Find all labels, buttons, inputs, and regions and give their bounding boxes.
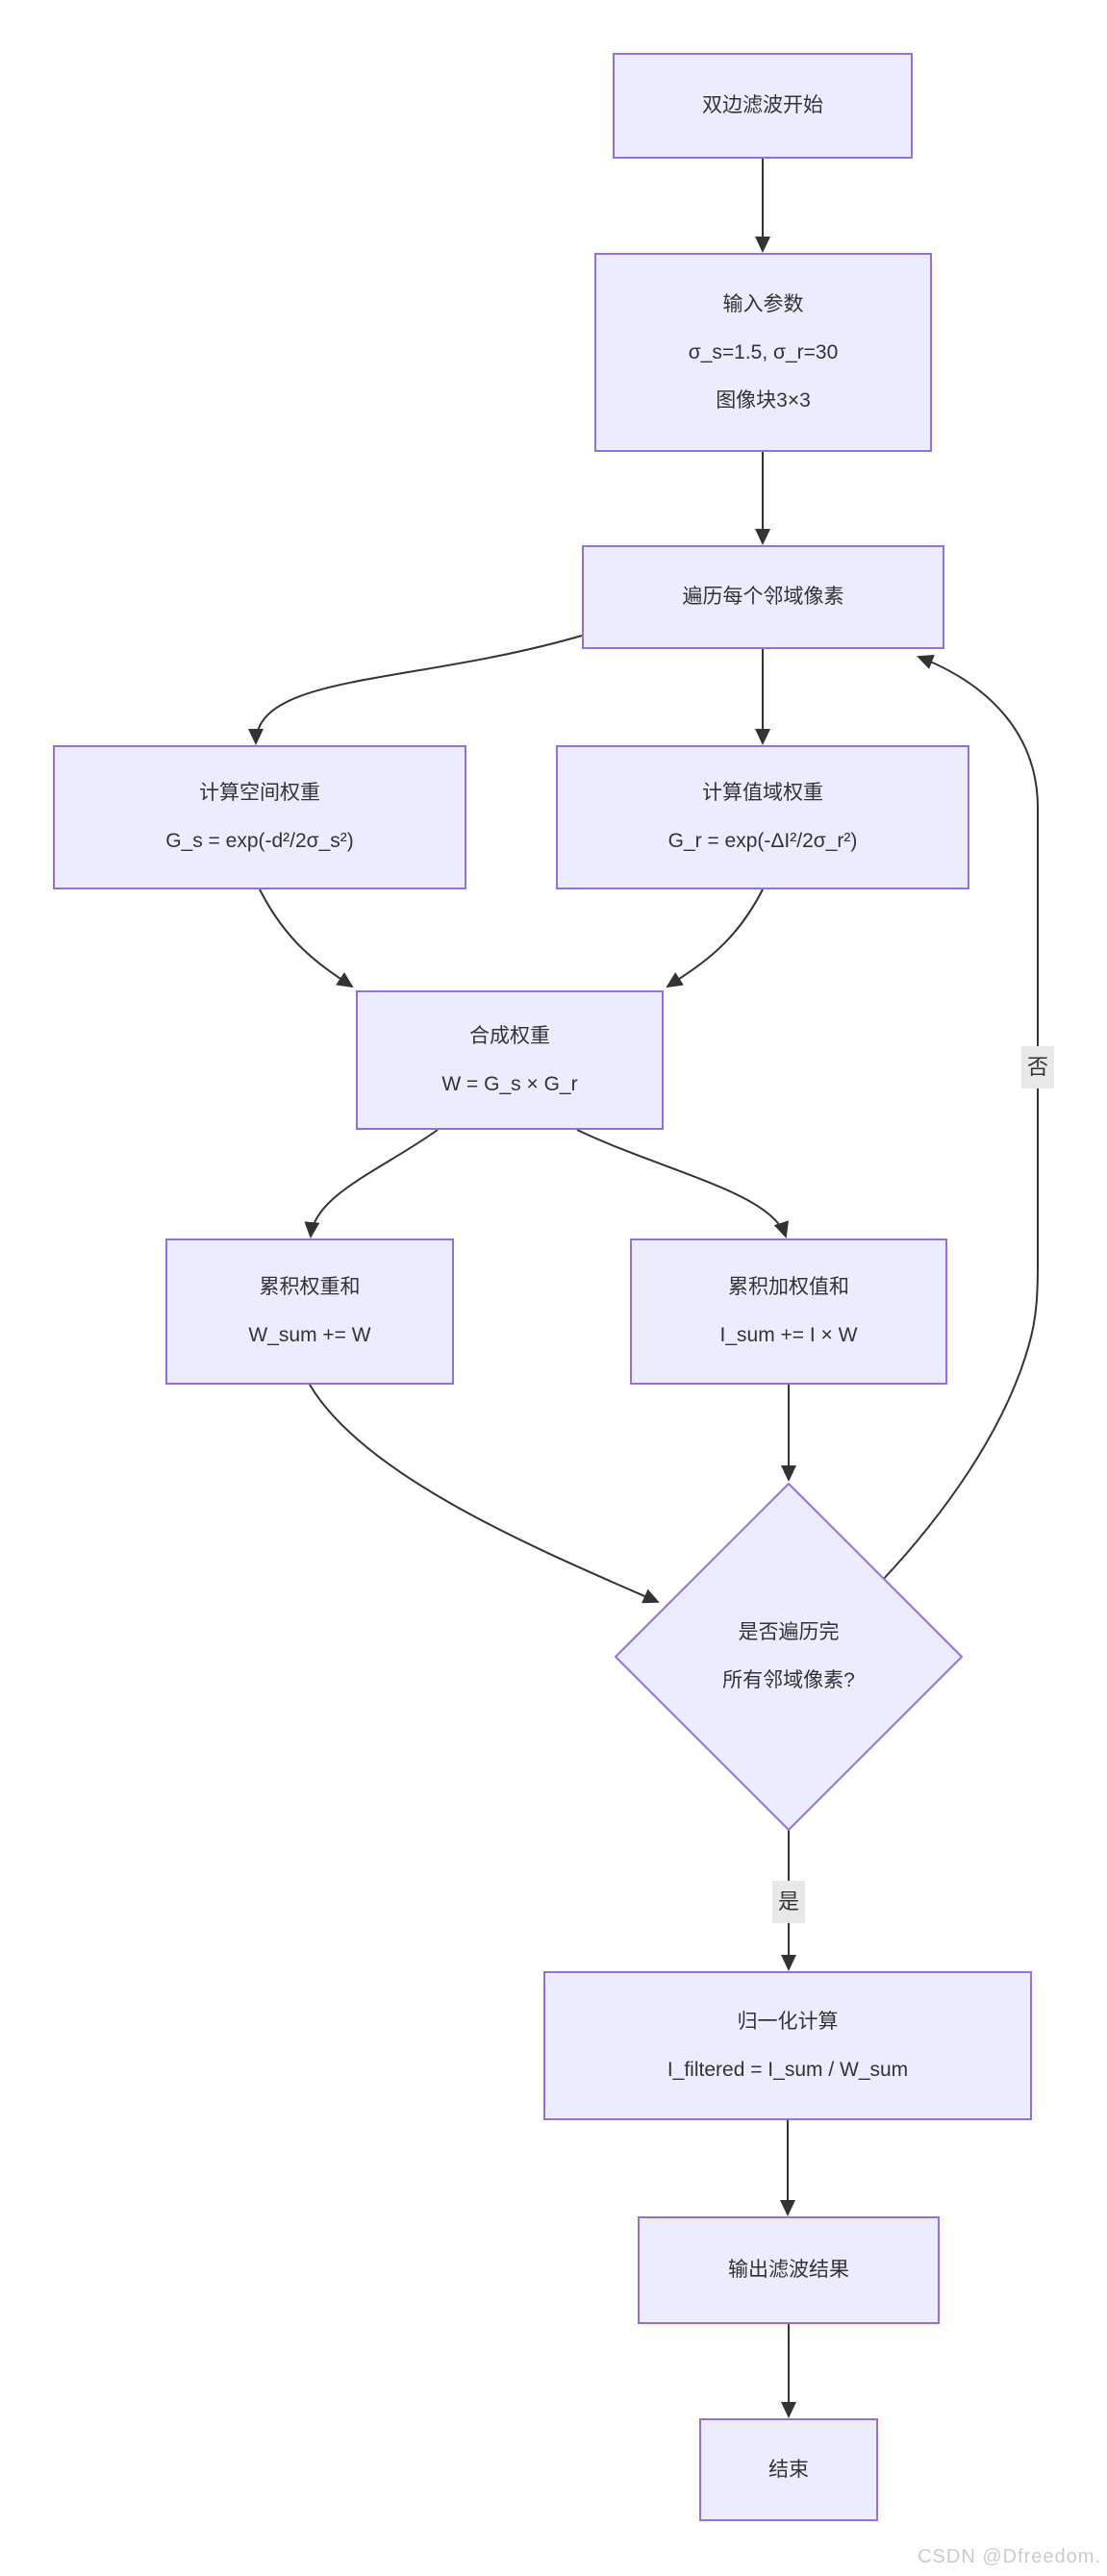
node-end-label: 结束 — [768, 2458, 809, 2481]
node-start: 双边滤波开始 — [613, 53, 913, 159]
node-input-line3: 图像块3×3 — [716, 388, 811, 412]
node-range-line1: 计算值域权重 — [702, 782, 823, 804]
node-intensity-sum: 累积加权值和 I_sum += I × W — [630, 1238, 947, 1385]
edge-decision-loop-no — [880, 654, 1039, 1583]
node-input-line1: 输入参数 — [722, 292, 804, 315]
edge-label-no: 否 — [1020, 1045, 1055, 1089]
node-combine-line1: 合成权重 — [469, 1024, 550, 1047]
node-combine-line2: W = G_s × G_r — [441, 1072, 578, 1095]
node-decision-line1: 是否遍历完 — [738, 1621, 840, 1643]
node-spatial-line1: 计算空间权重 — [199, 782, 320, 804]
node-spatial-line2: G_s = exp(-d²/2σ_s²) — [165, 830, 354, 852]
node-input-line2: σ_s=1.5, σ_r=30 — [688, 340, 839, 363]
node-range-line2: G_r = exp(-ΔI²/2σ_r²) — [667, 830, 858, 852]
node-loop-label: 遍历每个邻域像素 — [682, 586, 844, 608]
node-isum-line1: 累积加权值和 — [728, 1276, 849, 1298]
node-decision-line2: 所有邻域像素? — [722, 1669, 855, 1691]
node-wsum-line1: 累积权重和 — [259, 1276, 361, 1298]
node-normalize-line1: 归一化计算 — [737, 2010, 839, 2033]
edge-label-yes: 是 — [771, 1880, 806, 1924]
node-output-label: 输出滤波结果 — [728, 2259, 849, 2281]
edge-combine-wsum — [304, 1129, 439, 1238]
node-spatial-weight: 计算空间权重 G_s = exp(-d²/2σ_s²) — [53, 745, 466, 889]
node-loop-pixels: 遍历每个邻域像素 — [582, 545, 944, 649]
node-input-params: 输入参数 σ_s=1.5, σ_r=30 图像块3×3 — [594, 253, 932, 452]
edge-wsum-decision — [309, 1384, 660, 1604]
node-decision: 是否遍历完 所有邻域像素? — [616, 1484, 962, 1830]
node-wsum-line2: W_sum += W — [248, 1324, 371, 1346]
node-start-label: 双边滤波开始 — [702, 94, 823, 116]
node-decision-shape — [614, 1482, 964, 1832]
watermark: CSDN @Dfreedom. — [918, 2546, 1101, 2567]
edge-combine-isum — [576, 1129, 789, 1238]
node-normalize-line2: I_filtered = I_sum / W_sum — [667, 2058, 909, 2081]
node-range-weight: 计算值域权重 G_r = exp(-ΔI²/2σ_r²) — [556, 745, 969, 889]
node-normalize: 归一化计算 I_filtered = I_sum / W_sum — [543, 1971, 1032, 2120]
edge-spatial-combine — [259, 888, 354, 988]
node-combine-weight: 合成权重 W = G_s × G_r — [356, 990, 664, 1130]
node-weight-sum: 累积权重和 W_sum += W — [165, 1238, 454, 1385]
node-end: 结束 — [699, 2418, 878, 2521]
edge-range-combine — [666, 888, 764, 988]
edge-loop-spatial — [248, 635, 583, 745]
node-output: 输出滤波结果 — [638, 2216, 940, 2324]
node-isum-line2: I_sum += I × W — [719, 1324, 858, 1346]
